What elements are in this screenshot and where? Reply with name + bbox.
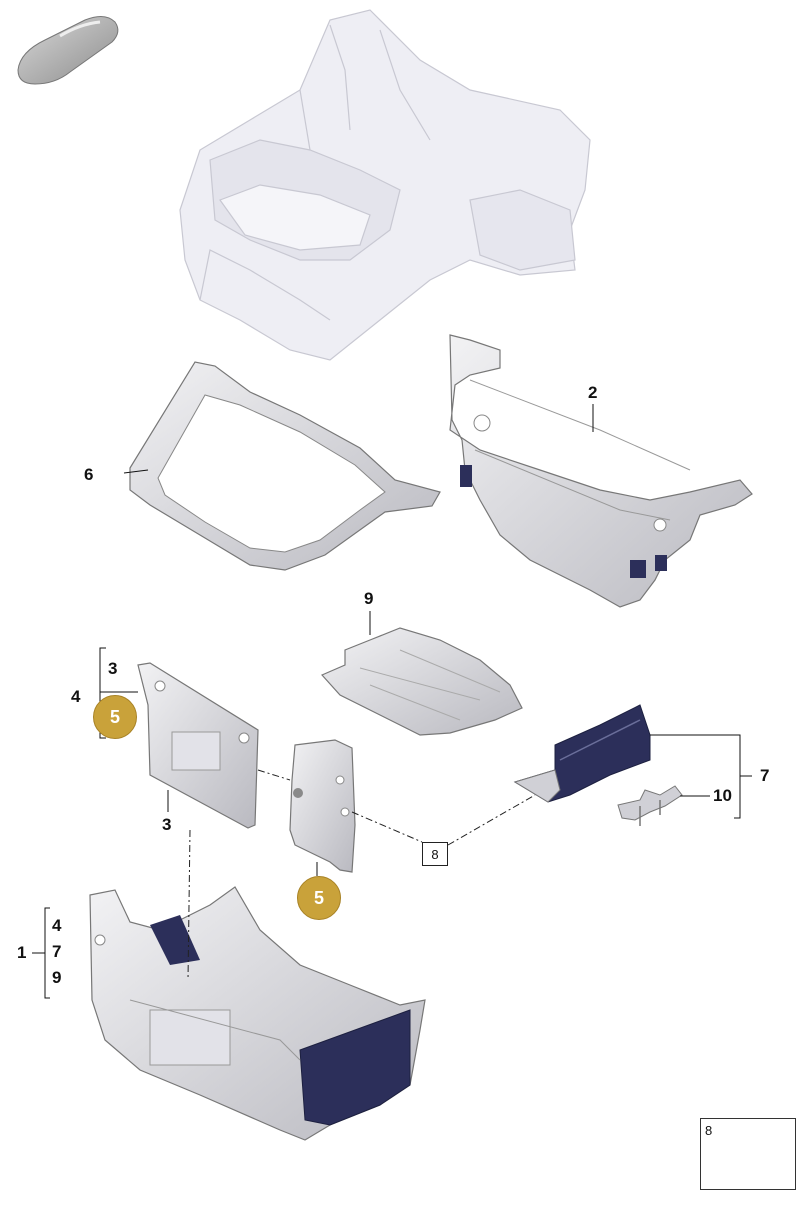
leader-lines	[32, 404, 752, 999]
inset-number: 8	[705, 1123, 713, 1138]
car-silhouette-icon	[17, 16, 119, 85]
callout-4-group: 4	[52, 916, 62, 935]
callout-9-group: 9	[52, 968, 62, 987]
part-6-frame	[129, 361, 441, 571]
callout-6: 6	[84, 465, 94, 484]
reference-dash-lines	[187, 769, 536, 981]
callout-8-reference-box: 8	[422, 842, 448, 866]
callout-3-bottom: 3	[162, 815, 172, 834]
part-7-bracket	[513, 704, 651, 803]
inset-detail-panel: 8	[700, 1118, 796, 1190]
part-1-carrier	[89, 886, 426, 1141]
callout-2: 2	[588, 383, 598, 402]
part-3-panel	[137, 662, 259, 829]
part-9-floor-panel	[320, 627, 523, 736]
rear-body-structure-ghost	[179, 9, 591, 361]
callout-5-badge-left: 5	[93, 695, 137, 739]
callout-5-badge-bottom: 5	[297, 876, 341, 920]
callout-4-top: 4	[71, 687, 81, 706]
callout-9: 9	[364, 589, 374, 608]
callout-10: 10	[713, 786, 732, 805]
callout-7: 7	[760, 766, 770, 785]
part-5-bracket	[289, 739, 356, 873]
part-2-crossmember	[449, 334, 753, 608]
callout-7-group: 7	[52, 942, 62, 961]
part-10-clip	[617, 785, 683, 826]
callout-1: 1	[17, 943, 27, 962]
callout-3-top: 3	[108, 659, 118, 678]
